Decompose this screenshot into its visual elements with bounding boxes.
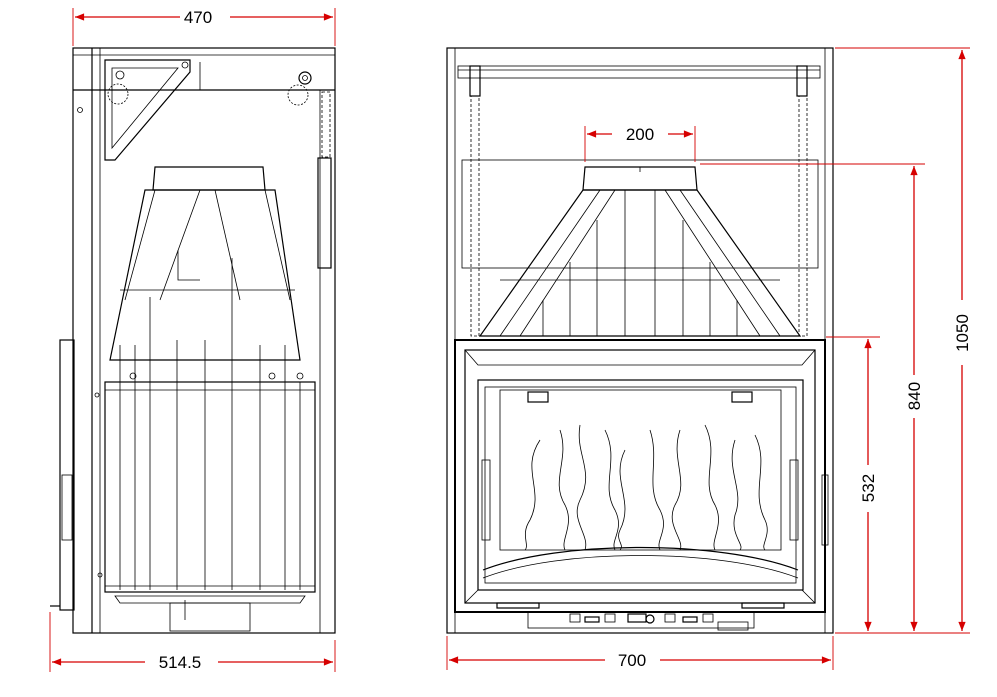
front-view-drawing — [446, 47, 834, 634]
side-depth-label: 514.5 — [159, 653, 202, 672]
flue-diameter-label: 200 — [626, 125, 654, 144]
flame-decoration — [524, 424, 768, 551]
opening-height-label: 532 — [859, 474, 878, 502]
side-view-drawing — [50, 47, 336, 634]
flue-height-label: 840 — [905, 382, 924, 410]
total-height-label: 1050 — [953, 314, 972, 352]
side-view-dimensions: 470 514.5 — [49, 8, 336, 672]
front-view-dimensions: 200 1050 840 532 700 — [446, 47, 972, 670]
total-width-label: 700 — [618, 651, 646, 670]
side-width-label: 470 — [184, 8, 212, 27]
